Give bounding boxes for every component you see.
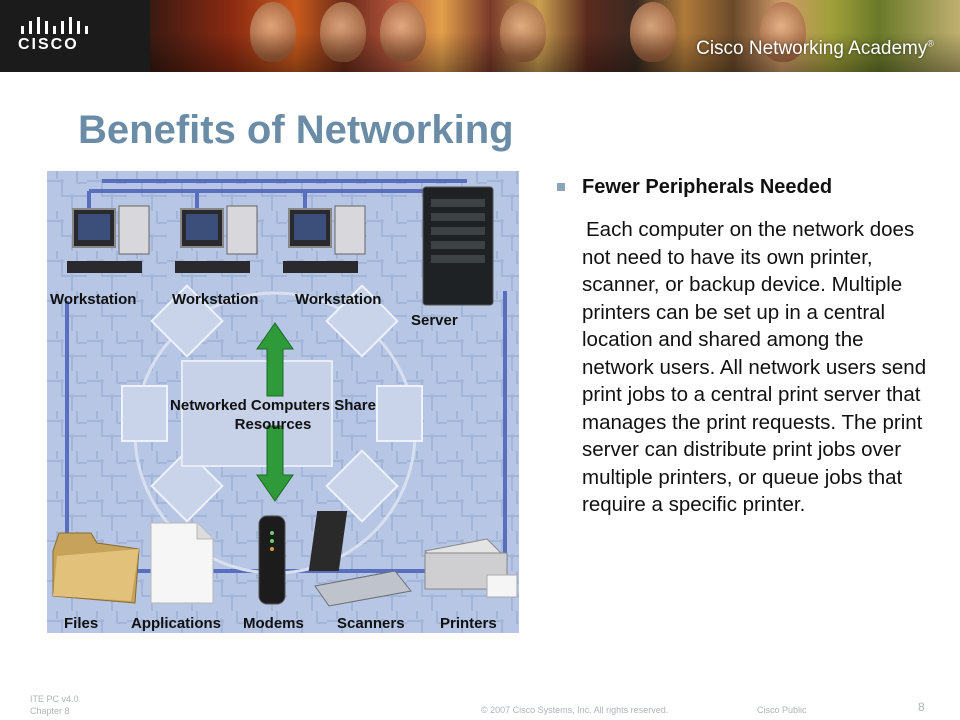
label-modems: Modems	[243, 615, 304, 632]
network-diagram-graphic	[47, 171, 519, 633]
label-scanners: Scanners	[337, 615, 405, 632]
footer-course-info: ITE PC v4.0 Chapter 8	[30, 693, 79, 717]
server-icon	[422, 186, 494, 306]
printer-icon	[424, 538, 518, 598]
photo-face	[500, 2, 546, 62]
label-workstation-1: Workstation	[50, 291, 137, 308]
photo-face	[320, 2, 366, 62]
square-bullet-icon	[557, 183, 565, 191]
academy-title: Cisco Networking Academy®	[696, 38, 934, 60]
footer-copyright: © 2007 Cisco Systems, Inc. All rights re…	[481, 705, 669, 715]
photo-face	[250, 2, 296, 62]
scanner-icon	[308, 511, 412, 607]
modem-icon	[258, 515, 286, 605]
registered-mark: ®	[927, 38, 934, 49]
label-workstation-3: Workstation	[295, 291, 382, 308]
folder-icon	[52, 532, 140, 604]
footer-course: ITE PC v4.0	[30, 694, 79, 704]
label-applications: Applications	[131, 615, 222, 632]
label-workstation-2: Workstation	[172, 291, 259, 308]
footer-classification: Cisco Public	[757, 705, 807, 715]
header-photo-strip	[150, 0, 960, 72]
network-diagram: Workstation Workstation Workstation Serv…	[47, 171, 519, 633]
bullet-heading: Fewer Peripherals Needed	[582, 176, 833, 198]
academy-title-text: Cisco Networking Academy	[696, 38, 928, 59]
cisco-bridge-logo-icon	[21, 17, 88, 34]
workstation-icon	[283, 205, 366, 273]
slide-title: Benefits of Networking	[78, 108, 514, 152]
header-banner: CISCO Cisco Networking Academy®	[0, 0, 960, 72]
photo-face	[380, 2, 426, 62]
body-paragraph: Each computer on the network does not ne…	[582, 218, 927, 516]
workstation-icon	[67, 205, 150, 273]
cisco-wordmark: CISCO	[18, 36, 79, 53]
label-files: Files	[64, 615, 99, 632]
workstation-icon	[175, 205, 258, 273]
label-server: Server	[411, 312, 458, 329]
page-number: 8	[918, 700, 925, 714]
document-icon	[150, 522, 214, 604]
label-center-resources: Networked Computers Share Resources	[170, 397, 376, 433]
photo-face	[630, 2, 676, 62]
footer-chapter: Chapter 8	[30, 706, 70, 716]
label-printers: Printers	[440, 615, 497, 632]
